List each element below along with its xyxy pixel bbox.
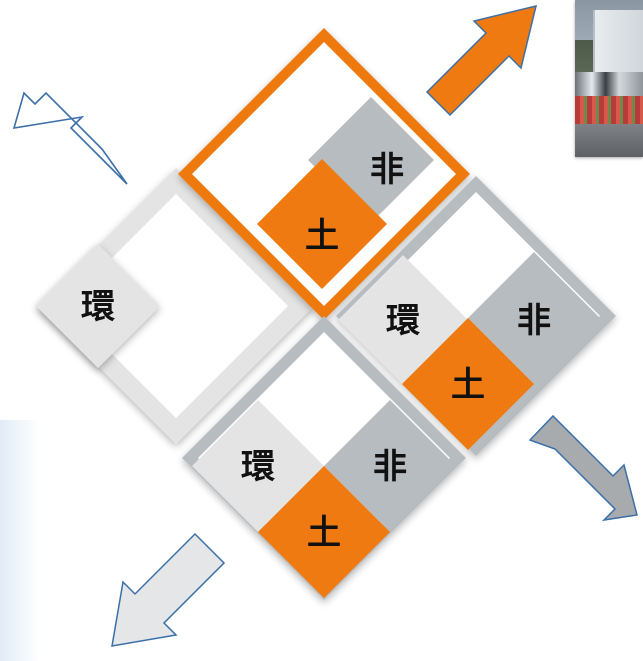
label-kan-right: 環	[386, 301, 420, 341]
label-hi-top: 非	[370, 150, 404, 190]
tile-do-top	[257, 159, 387, 289]
arrow-bottom-left	[111, 532, 226, 647]
tile-do-bottom	[258, 466, 390, 598]
label-kan-left: 環	[81, 287, 115, 327]
arrow-top-left	[12, 91, 128, 185]
label-do-right: 土	[451, 365, 485, 405]
building-photo	[575, 0, 643, 157]
label-kan-bottom: 環	[241, 447, 275, 487]
arrow-top-right	[425, 4, 538, 117]
label-do-top: 土	[305, 216, 339, 256]
label-hi-right: 非	[517, 301, 551, 341]
tile-kan-left	[36, 244, 160, 368]
tile-do-right	[402, 318, 534, 450]
label-hi-bottom: 非	[373, 447, 407, 487]
arrow-bottom-right	[528, 414, 638, 522]
label-do-bottom: 土	[307, 513, 341, 553]
diamond-left	[38, 168, 314, 444]
background-fade	[0, 420, 40, 661]
